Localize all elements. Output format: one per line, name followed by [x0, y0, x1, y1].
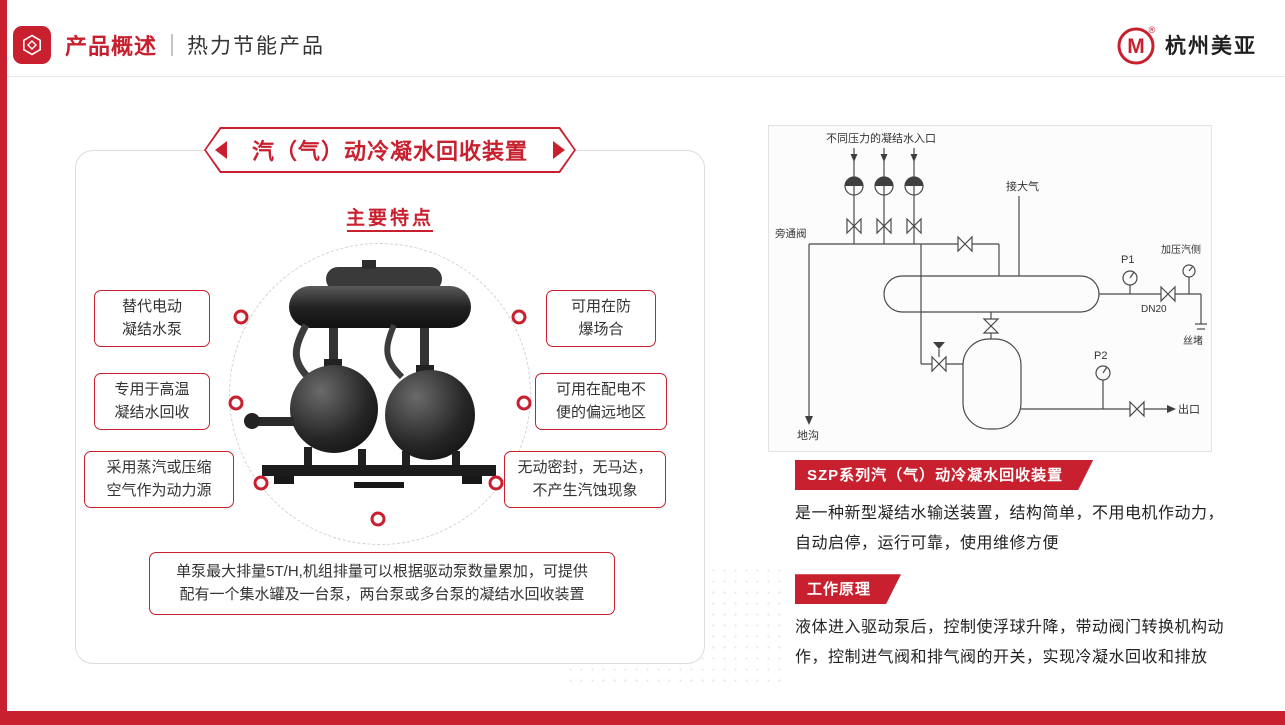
ribbon-arrow-left-icon — [215, 141, 227, 159]
product-badge — [13, 26, 51, 64]
feature-box-high-temp-recovery: 专用于高温 凝结水回收 — [94, 373, 210, 430]
brand-name: 杭州美亚 — [1165, 35, 1257, 58]
piping-diagram-panel: 不同压力的凝结水入口 旁通阀 接大气 地沟 P1 DN20 加压汽侧 丝堵 P2… — [768, 125, 1212, 452]
diagram-label-atmosphere: 接大气 — [1006, 179, 1039, 193]
connector-dot — [228, 395, 244, 411]
diagram-label-pressure-side: 加压汽侧 — [1161, 243, 1201, 256]
product-image — [244, 260, 496, 488]
ribbon-title-text: 汽（气）动冷凝水回收装置 — [251, 139, 528, 164]
diagram-label-plug: 丝堵 — [1183, 334, 1203, 347]
connector-dot — [516, 395, 532, 411]
ribbon-arrow-right-icon — [553, 141, 565, 159]
page-title: 产品概述 — [65, 34, 158, 59]
header-divider-line — [7, 76, 1285, 77]
feature-box-replace-electric-pump: 替代电动 凝结水泵 — [94, 290, 210, 347]
connector-dot — [488, 475, 504, 491]
right-text-column: SZP系列汽（气）动冷凝水回收装置 是一种新型凝结水输送装置，结构简单，不用电机… — [795, 460, 1225, 688]
diagram-label-drain: 地沟 — [797, 429, 819, 442]
section-banner-working-principle: 工作原理 — [795, 574, 901, 604]
capacity-note: 单泵最大排量5T/H,机组排量可以根据驱动泵数量累加，可提供 配有一个集水罐及一… — [149, 552, 615, 615]
connector-dot — [370, 511, 386, 527]
header: 产品概述 热力节能产品 — [13, 26, 325, 64]
bottom-accent-bar — [0, 711, 1285, 725]
dashed-circle-decoration — [229, 243, 531, 545]
diagram-label-bypass-valve: 旁通阀 — [775, 227, 807, 240]
cube-icon — [22, 34, 42, 56]
feature-box-steam-air-power: 采用蒸汽或压缩 空气作为动力源 — [84, 451, 234, 508]
brand: M ® 杭州美亚 — [1115, 24, 1257, 66]
brand-logo-icon: M ® — [1117, 25, 1156, 65]
connector-dot — [253, 475, 269, 491]
feature-box-no-seal-no-motor: 无动密封，无马达， 不产生汽蚀现象 — [504, 451, 666, 508]
title-divider — [171, 34, 174, 56]
feature-box-remote-areas: 可用在配电不 便的偏远地区 — [535, 373, 667, 430]
diagram-label-p1-gauge: P1 — [1121, 254, 1134, 266]
diagram-label-p2-gauge: P2 — [1094, 350, 1107, 362]
diagram-label-outlet: 出口 — [1178, 402, 1200, 416]
feature-box-explosion-proof: 可用在防 爆场合 — [546, 290, 656, 347]
section-body-szp-series: 是一种新型凝结水输送装置，结构简单，不用电机作动力，自动启停，运行可靠，使用维修… — [795, 505, 1225, 552]
section-banner-szp-series: SZP系列汽（气）动冷凝水回收装置 — [795, 460, 1093, 490]
product-overview-card: 汽（气）动冷凝水回收装置 主要特点 — [75, 150, 705, 664]
diagram-label-dn20: DN20 — [1141, 304, 1167, 315]
brand-reg-mark: ® — [1149, 25, 1156, 35]
piping-diagram: 不同压力的凝结水入口 旁通阀 接大气 地沟 P1 DN20 加压汽侧 丝堵 P2… — [775, 131, 1207, 442]
ribbon-title: 汽（气）动冷凝水回收装置 — [204, 127, 576, 173]
connector-dot — [511, 309, 527, 325]
diagram-label-inlet: 不同压力的凝结水入口 — [826, 131, 936, 145]
section-body-working-principle: 液体进入驱动泵后，控制使浮球升降，带动阀门转换机构动作，控制进气阀和排气阀的开关… — [795, 619, 1225, 666]
brand-logo-letter: M — [1127, 35, 1145, 58]
left-accent-bar — [0, 0, 7, 711]
features-heading-underline — [347, 230, 433, 232]
page-subtitle: 热力节能产品 — [187, 35, 326, 58]
ribbon-fill — [206, 129, 574, 171]
features-heading: 主要特点 — [345, 208, 434, 229]
connector-dot — [233, 309, 249, 325]
